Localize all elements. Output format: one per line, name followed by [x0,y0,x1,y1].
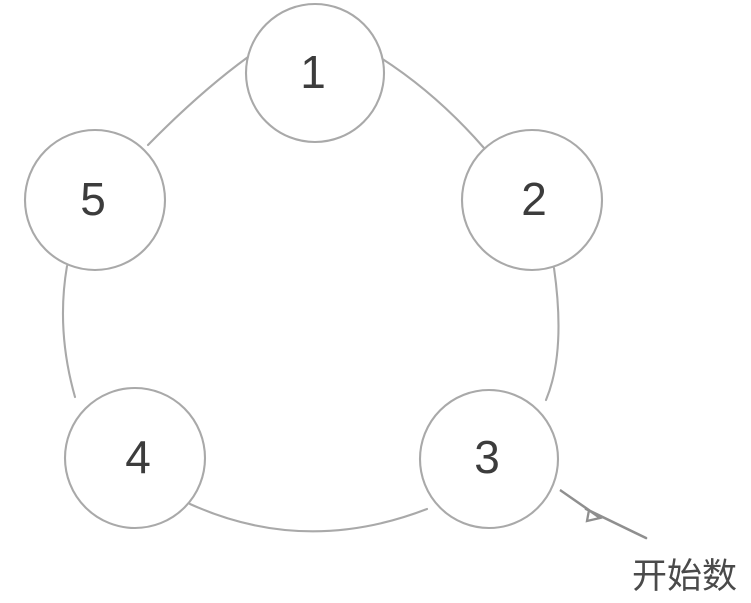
node-3[interactable]: 3 [418,388,560,530]
node-1-label: 1 [300,46,326,98]
node-3-label: 3 [474,431,500,483]
node-5-circle[interactable] [23,128,167,272]
edge-group [61,55,560,533]
edge-3-to-4 [188,502,429,533]
edge-1-to-2 [379,56,486,150]
edge-4-to-5 [61,264,77,399]
node-5-label: 5 [80,173,106,225]
edge-5-to-1 [146,55,250,147]
node-5[interactable]: 5 [23,128,167,272]
node-1[interactable]: 1 [244,2,386,144]
node-4[interactable]: 4 [63,386,207,530]
start-count-label: 开始数 [632,557,737,597]
node-2-circle[interactable] [460,128,604,272]
node-2[interactable]: 2 [460,128,604,272]
node-4-circle[interactable] [63,386,207,530]
edge-2-to-3 [544,266,560,402]
node-2-label: 2 [521,173,547,225]
arrow-head-icon [559,489,603,523]
node-3-circle[interactable] [418,388,560,530]
node-4-label: 4 [125,431,151,483]
node-1-circle[interactable] [244,2,386,144]
start-count-arrow-icon [559,489,648,540]
